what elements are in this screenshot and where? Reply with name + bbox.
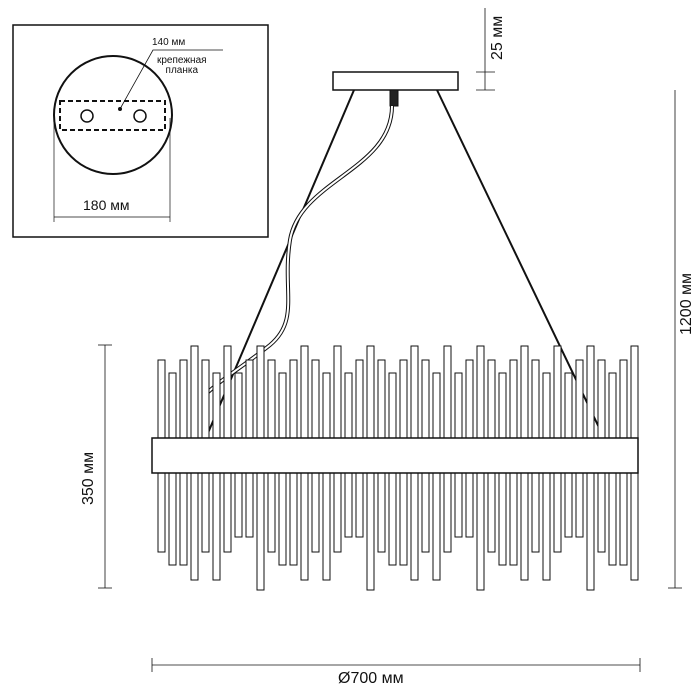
body-height-label: 350 мм	[80, 451, 97, 505]
bracket-label-line: крепежная	[157, 55, 207, 66]
dimension-lines	[98, 8, 682, 672]
crystal-rod	[212, 372, 221, 581]
cable-connector	[389, 89, 399, 107]
leader-line	[119, 49, 223, 110]
mounting-bracket	[59, 100, 166, 131]
bracket-label-line: планка	[165, 65, 199, 76]
power-cable	[203, 105, 394, 397]
bracket-label: крепежная планка	[157, 56, 207, 76]
total-height-label: 1200 мм	[678, 272, 695, 335]
diameter-label: Ø700 мм	[338, 670, 404, 687]
crystal-rod	[542, 372, 551, 581]
mounting-inset	[12, 24, 269, 238]
screw-hole	[80, 109, 94, 123]
crystal-rod	[432, 372, 441, 581]
canopy	[332, 71, 459, 107]
frame-ring	[151, 437, 639, 474]
inset-frame	[12, 24, 269, 238]
screw-hole	[133, 109, 147, 123]
canopy-diameter-label: 180 мм	[83, 197, 130, 213]
plate-size-label: 140 мм	[152, 37, 186, 48]
canopy-top-view	[53, 55, 173, 175]
crystal-rod	[322, 372, 331, 581]
canopy-height-label: 25 мм	[489, 15, 506, 60]
